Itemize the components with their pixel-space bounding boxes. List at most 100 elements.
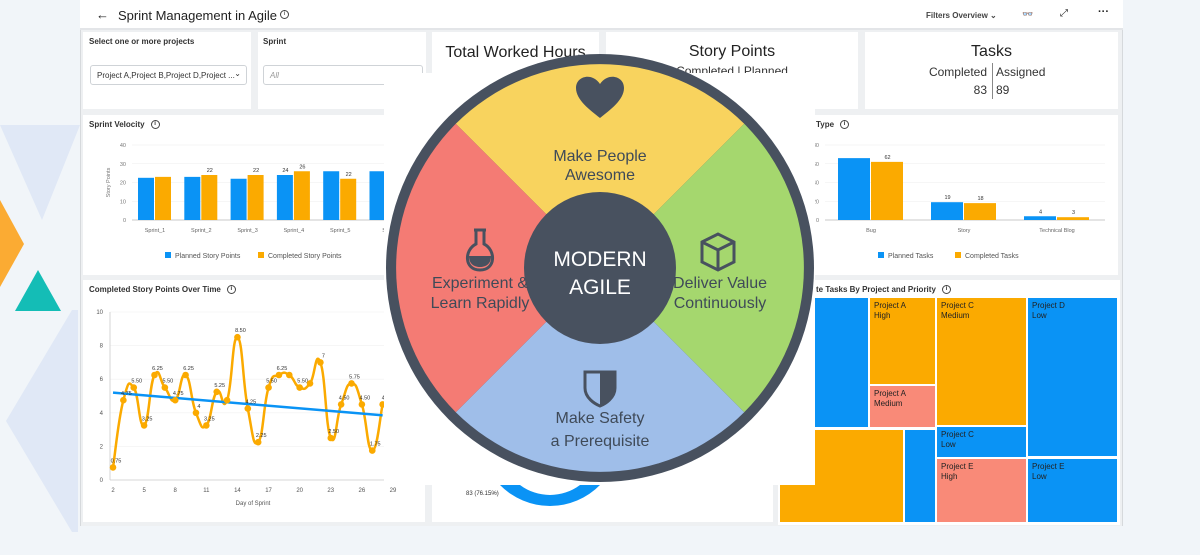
expand-icon[interactable]: ⤢: [1060, 8, 1068, 19]
bar: [201, 175, 218, 220]
trend-line: [112, 391, 383, 417]
x-tick-label: Story: [958, 228, 971, 234]
info-icon[interactable]: i: [226, 285, 236, 295]
wheel-center: [524, 192, 676, 344]
legend-label: Completed Tasks: [965, 253, 1019, 260]
tasks-title: Tasks: [971, 43, 1012, 60]
treemap-cell[interactable]: Project C Low: [937, 427, 1026, 457]
filters-overview-label: Filters Overview: [926, 11, 988, 20]
total-worked-hours-title: Total Worked Hours: [445, 44, 586, 61]
treemap-cell[interactable]: Project E Low: [1028, 459, 1117, 522]
bar: [155, 176, 171, 220]
data-point: [182, 371, 189, 379]
bar: [293, 171, 310, 220]
glasses-icon[interactable]: 👓: [1022, 9, 1034, 19]
tasks-completed-label: Completed: [928, 65, 987, 79]
data-point: [265, 384, 272, 391]
y-tick-label: 0: [100, 478, 104, 484]
y-tick-label: 30: [120, 162, 126, 168]
tasks-completed-value: 83: [973, 83, 987, 97]
x-tick-label: 29: [390, 488, 397, 494]
y-tick-label: 10: [96, 310, 103, 316]
data-label: 5.25: [214, 383, 225, 389]
data-label: 7: [322, 353, 325, 359]
data-point: [130, 384, 138, 391]
data-point: [358, 401, 366, 408]
data-point: [244, 405, 252, 412]
completed-story-points-panel: Completed Story Points Over Time i: [83, 280, 425, 522]
data-point: [368, 447, 376, 454]
data-point: [109, 464, 117, 471]
data-label: 4.75: [173, 391, 184, 397]
info-icon[interactable]: i: [150, 120, 160, 130]
x-axis-label: Day of Sprint: [236, 501, 271, 507]
donut-slice-completed[interactable]: [500, 485, 600, 507]
treemap-cell[interactable]: Project E High: [937, 459, 1026, 522]
completed-title-wrap: Completed Story Points Over Time i: [89, 285, 236, 295]
treemap-cell[interactable]: [905, 430, 935, 522]
header-bar: ← Sprint Management in Agile i Filters O…: [80, 0, 1123, 30]
legend-label: Planned Story Points: [175, 253, 241, 260]
treemap-cell[interactable]: Project A Medium: [870, 386, 935, 427]
bar: [931, 202, 963, 220]
treemap-cell[interactable]: Project A High: [870, 298, 935, 384]
bar: [1057, 217, 1089, 220]
data-label: 24: [282, 168, 288, 174]
data-label: 1.75: [370, 442, 381, 448]
x-tick-label: Technical Blog: [1039, 228, 1074, 234]
data-label: 4: [1039, 209, 1042, 215]
data-label: 19: [944, 195, 950, 201]
wheel-segment-bottom: [455, 268, 745, 472]
data-label: 4.25: [245, 400, 256, 406]
divider: [992, 63, 993, 99]
data-label: 18: [977, 196, 983, 202]
data-label: 22: [346, 172, 352, 178]
y-tick-label: 20: [813, 199, 819, 205]
donut-label: 83 (76.15%): [466, 491, 499, 497]
data-label: 0.75: [111, 458, 122, 464]
data-point: [327, 434, 335, 442]
filters-overview-dropdown[interactable]: Filters Overview ⌄: [926, 11, 997, 20]
info-icon[interactable]: i: [941, 285, 951, 295]
legend-swatch: [955, 252, 961, 258]
back-arrow-icon[interactable]: ←: [96, 7, 109, 22]
info-icon[interactable]: i: [840, 120, 850, 130]
data-label: 6.25: [152, 366, 163, 372]
data-point: [120, 396, 127, 404]
bar: [964, 203, 996, 220]
x-tick-label: 20: [296, 488, 303, 494]
heart-icon: [576, 76, 624, 118]
wheel-right-line1: Deliver Value: [673, 275, 767, 292]
data-label: 5.75: [349, 374, 360, 380]
bar: [838, 158, 870, 220]
wheel-center-line1: MODERN: [553, 248, 646, 271]
data-point: [306, 380, 314, 387]
data-label: 4.50: [360, 395, 371, 401]
bar: [1024, 216, 1056, 220]
tasks-assigned-value: 89: [996, 83, 1010, 97]
treemap-cell[interactable]: Project C Medium: [937, 298, 1026, 425]
legend-swatch: [878, 252, 884, 258]
data-point: [285, 371, 293, 379]
x-tick-label: 26: [359, 488, 366, 494]
data-point: [223, 396, 231, 404]
y-tick-label: 40: [813, 181, 819, 187]
story-points-title: Story Points: [688, 43, 776, 60]
data-point: [254, 438, 262, 446]
treemap-cell[interactable]: Project D Low: [1028, 298, 1117, 456]
completed-story-points-title: Completed Story Points Over Time: [89, 285, 221, 294]
wheel-center-line2: AGILE: [569, 276, 631, 299]
info-icon[interactable]: i: [280, 10, 289, 19]
bar: [184, 176, 201, 220]
data-point: [275, 371, 283, 379]
wheel-bottom-line1: Make Safety: [556, 410, 645, 427]
x-tick-label: Sprint_5: [330, 228, 351, 234]
data-point: [161, 384, 169, 391]
data-label: 3.25: [142, 416, 153, 422]
projects-select[interactable]: Project A,Project B,Project D,Project ..…: [90, 65, 247, 85]
sprint-filter-label: Sprint: [263, 37, 287, 46]
x-tick-label: 5: [142, 488, 146, 494]
more-options-icon[interactable]: ···: [1098, 6, 1109, 18]
legend-swatch: [258, 252, 264, 258]
